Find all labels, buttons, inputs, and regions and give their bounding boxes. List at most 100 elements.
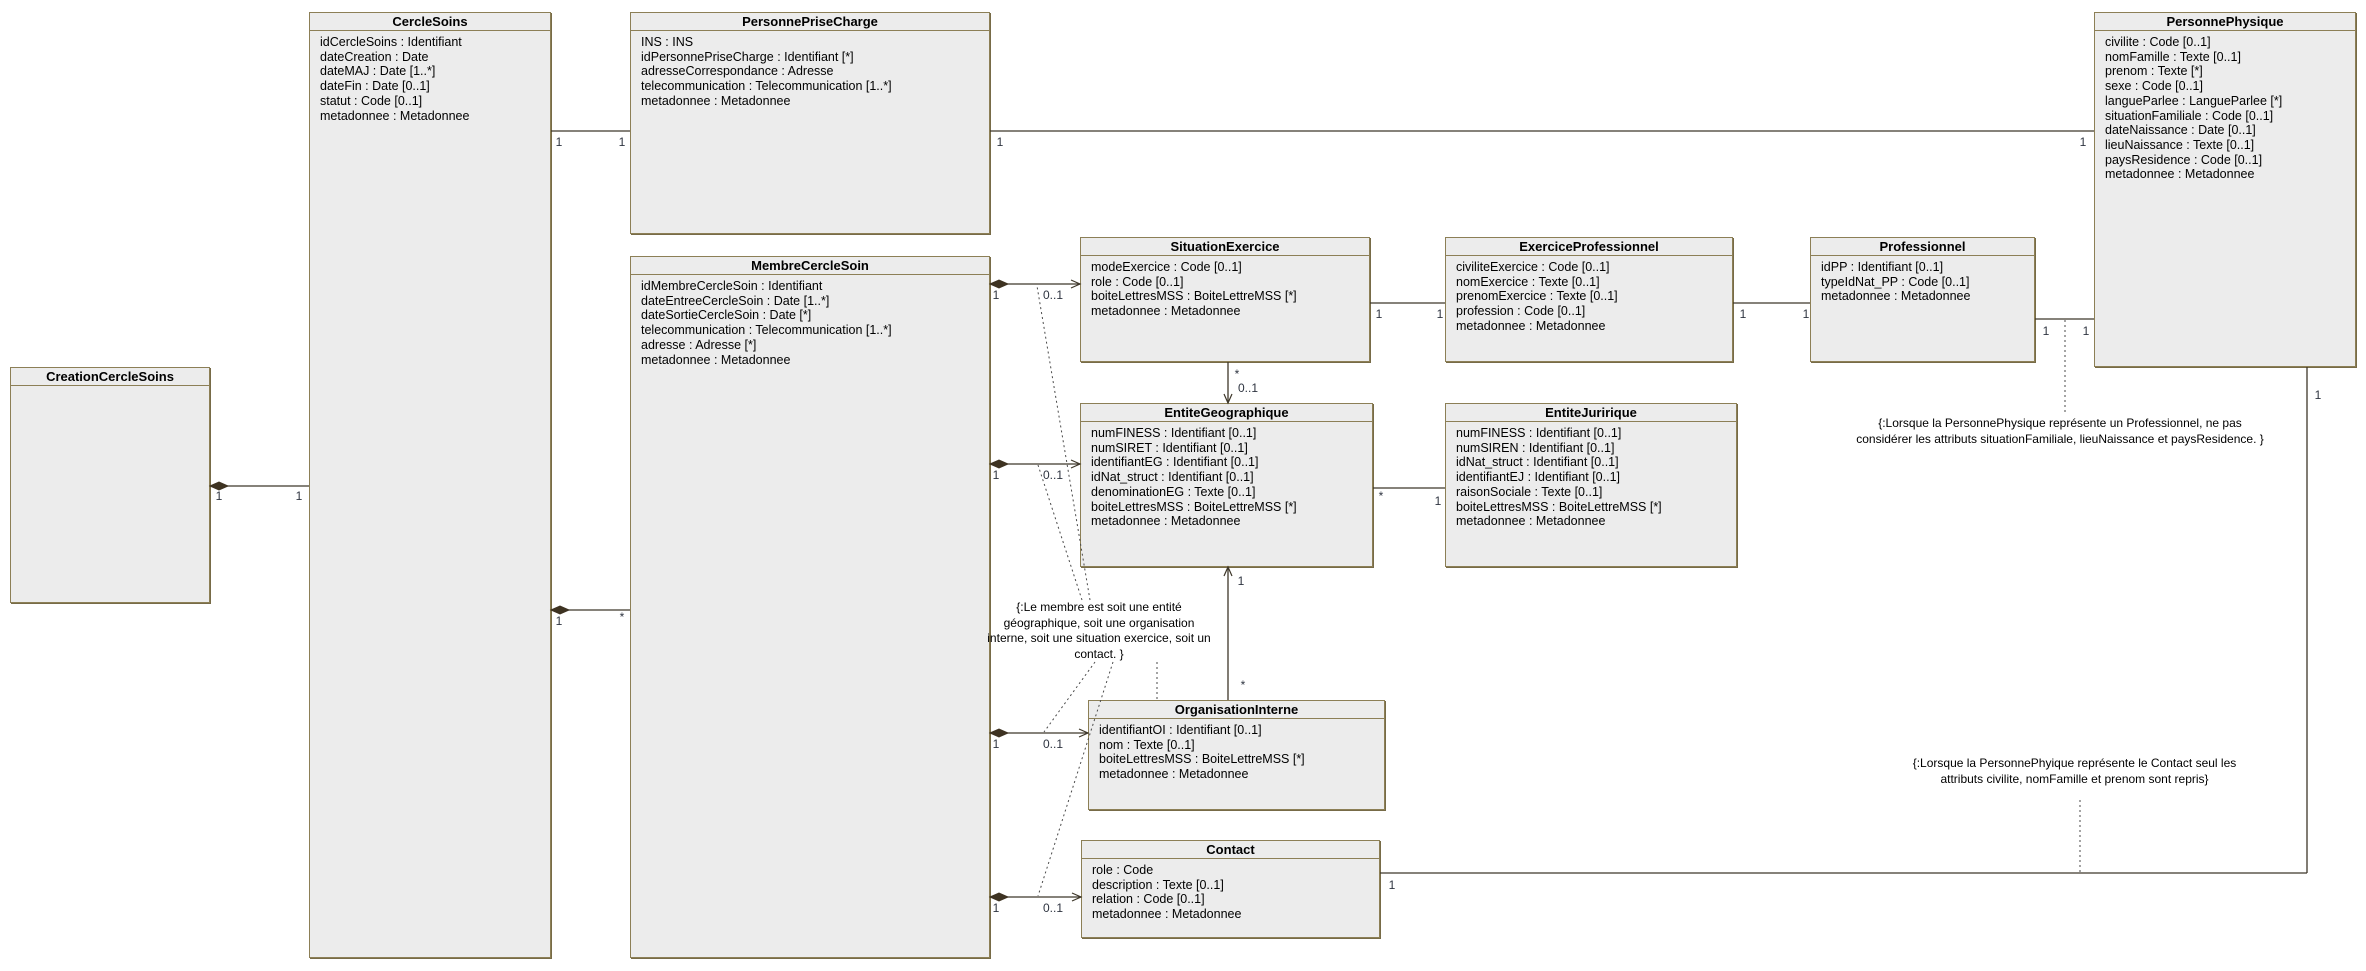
composition-diamond-icon <box>988 728 1010 738</box>
class-attribute: typeIdNat_PP : Code [0..1] <box>1821 274 1970 289</box>
class-attributes: civilite : Code [0..1]nomFamille : Texte… <box>2095 31 2355 186</box>
class-attribute: adresseCorrespondance : Adresse <box>641 64 834 79</box>
class-attribute: idNat_struct : Identifiant [0..1] <box>1091 470 1254 485</box>
class-attribute: modeExercice : Code [0..1] <box>1091 260 1242 274</box>
multiplicity-label: 1 <box>215 489 223 503</box>
class-attribute: metadonnee : Metadonnee <box>1456 514 1606 529</box>
class-attribute: role : Code [0..1] <box>1091 274 1184 289</box>
class-attribute: metadonnee : Metadonnee <box>641 352 791 367</box>
class-attribute: idPersonnePriseCharge : Identifiant [*] <box>641 49 854 64</box>
class-title: EntiteJuririque <box>1446 404 1736 422</box>
class-attribute: identifiantOI : Identifiant [0..1] <box>1099 723 1262 737</box>
multiplicity-label: 1 <box>618 135 626 149</box>
multiplicity-label: 1 <box>1436 307 1444 321</box>
multiplicity-label: 1 <box>295 489 303 503</box>
class-attribute: nomFamille : Texte [0..1] <box>2105 49 2241 64</box>
class-title: Contact <box>1082 841 1379 859</box>
class-attribute: civilite : Code [0..1] <box>2105 35 2211 49</box>
multiplicity-label: 0..1 <box>1042 901 1064 915</box>
class-attribute: metadonnee : Metadonnee <box>1092 907 1242 922</box>
class-attribute: boiteLettresMSS : BoiteLettreMSS [*] <box>1091 499 1297 514</box>
class-title: ExerciceProfessionnel <box>1446 238 1732 256</box>
class-attribute: telecommunication : Telecommunication [1… <box>641 323 892 338</box>
class-attribute: identifiantEG : Identifiant [0..1] <box>1091 455 1259 470</box>
class-attributes: identifiantOI : Identifiant [0..1]nom : … <box>1089 719 1384 786</box>
class-attribute: numFINESS : Identifiant [0..1] <box>1456 426 1622 440</box>
class-attribute: dateCreation : Date <box>320 49 429 64</box>
class-box-entitegeographique[interactable]: EntiteGeographique numFINESS : Identifian… <box>1080 403 1373 567</box>
class-attribute: metadonnee : Metadonnee <box>1091 514 1241 529</box>
class-attribute: dateEntreeCercleSoin : Date [1..*] <box>641 293 830 308</box>
class-attribute: dateMAJ : Date [1..*] <box>320 64 436 79</box>
composition-diamond-icon <box>988 892 1010 902</box>
class-title: MembreCercleSoin <box>631 257 989 275</box>
class-attribute: metadonnee : Metadonnee <box>1821 289 1971 304</box>
class-box-creationcerclesoins[interactable]: CreationCercleSoins <box>10 367 210 603</box>
multiplicity-label: * <box>619 610 625 624</box>
class-title: OrganisationInterne <box>1089 701 1384 719</box>
class-attribute: metadonnee : Metadonnee <box>320 108 470 123</box>
multiplicity-label: 1 <box>2082 324 2090 338</box>
multiplicity-label: * <box>1378 489 1384 503</box>
composition-diamond-icon <box>549 605 571 615</box>
class-title: CreationCercleSoins <box>11 368 209 386</box>
class-attribute: numSIRET : Identifiant [0..1] <box>1091 440 1248 455</box>
class-attribute: boiteLettresMSS : BoiteLettreMSS [*] <box>1091 289 1297 304</box>
class-attribute: denominationEG : Texte [0..1] <box>1091 484 1256 499</box>
class-attribute: paysResidence : Code [0..1] <box>2105 152 2263 167</box>
open-arrowhead-icon <box>1071 892 1083 902</box>
class-attribute: prenomExercice : Texte [0..1] <box>1456 289 1618 304</box>
class-title: PersonnePriseCharge <box>631 13 989 31</box>
class-attribute: prenom : Texte [*] <box>2105 64 2203 79</box>
class-title: Professionnel <box>1811 238 2034 256</box>
multiplicity-label: 1 <box>992 901 1000 915</box>
class-attribute: boiteLettresMSS : BoiteLettreMSS [*] <box>1099 752 1305 767</box>
multiplicity-label: 1 <box>1237 574 1245 588</box>
class-attribute: adresse : Adresse [*] <box>641 337 757 352</box>
composition-diamond-icon <box>988 279 1010 289</box>
class-attribute: situationFamiliale : Code [0..1] <box>2105 108 2274 123</box>
class-attribute: description : Texte [0..1] <box>1092 877 1224 892</box>
multiplicity-label: 1 <box>1388 878 1396 892</box>
multiplicity-label: 1 <box>996 135 1004 149</box>
class-attribute: civiliteExercice : Code [0..1] <box>1456 260 1610 274</box>
multiplicity-label: 1 <box>555 135 563 149</box>
class-box-entitejuririque[interactable]: EntiteJuririque numFINESS : Identifiant [… <box>1445 403 1737 567</box>
multiplicity-label: 1 <box>992 468 1000 482</box>
class-attribute: INS : INS <box>641 35 694 49</box>
class-title: PersonnePhysique <box>2095 13 2355 31</box>
class-attribute: numFINESS : Identifiant [0..1] <box>1091 426 1257 440</box>
class-box-situationexercice[interactable]: SituationExercice modeExercice : Code [0.… <box>1080 237 1370 362</box>
class-attribute: telecommunication : Telecommunication [1… <box>641 79 892 94</box>
class-title: EntiteGeographique <box>1081 404 1372 422</box>
class-title: SituationExercice <box>1081 238 1369 256</box>
open-arrowhead-icon <box>1070 279 1082 289</box>
multiplicity-label: 1 <box>1375 307 1383 321</box>
class-attribute: dateSortieCercleSoin : Date [*] <box>641 308 812 323</box>
class-attribute: role : Code <box>1092 863 1154 877</box>
class-attribute: raisonSociale : Texte [0..1] <box>1456 484 1603 499</box>
class-attribute: dateFin : Date [0..1] <box>320 79 430 94</box>
class-attribute: idNat_struct : Identifiant [0..1] <box>1456 455 1619 470</box>
multiplicity-label: 0..1 <box>1237 381 1259 395</box>
class-attribute: idCercleSoins : Identifiant <box>320 35 462 49</box>
class-attribute: lieuNaissance : Texte [0..1] <box>2105 137 2255 152</box>
constraint-note: {:Le membre est soit une entité géograph… <box>987 600 1211 661</box>
multiplicity-label: 1 <box>1802 307 1810 321</box>
class-attribute: profession : Code [0..1] <box>1456 304 1586 319</box>
note-connector-line <box>1037 464 1083 601</box>
class-box-exerciceprofessionnel[interactable]: ExerciceProfessionnel civiliteExercice : … <box>1445 237 1733 362</box>
class-attribute: sexe : Code [0..1] <box>2105 79 2203 94</box>
open-arrowhead-icon <box>1223 565 1233 577</box>
